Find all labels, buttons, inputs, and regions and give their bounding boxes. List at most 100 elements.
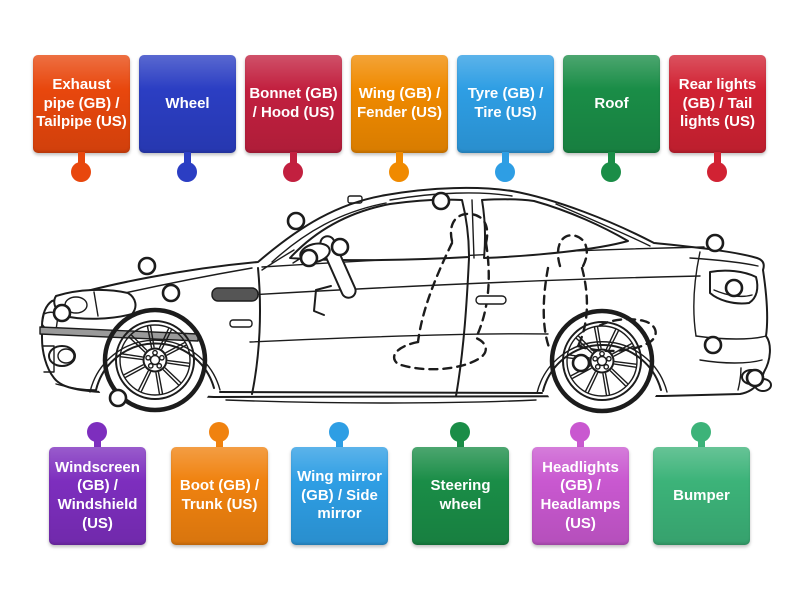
rear-arch-opening [539,300,665,426]
rear-lights-point[interactable] [724,278,744,298]
label-tile[interactable]: Windscreen (GB) / Windshield (US) [49,447,146,545]
label-tile[interactable]: Bonnet (GB) / Hood (US) [245,55,342,153]
wheel-spoke [166,362,190,367]
windscreen-point[interactable] [286,211,306,231]
wheel-spoke [140,371,152,392]
pin-dot [570,422,590,442]
label-text: Bonnet (GB) / Hood (US) [249,85,338,121]
pin-stem [290,152,297,166]
answer-points [52,191,765,408]
label-headlights[interactable]: Headlights (GB) / Headlamps (US) [532,422,629,545]
lug-nut [156,362,163,369]
label-wheel[interactable]: Wheel [139,55,236,182]
label-tyre[interactable]: Tyre (GB) / Tire (US) [457,55,554,182]
car-drawing [39,186,772,426]
headlight-point[interactable] [52,303,72,323]
lug-nut [158,354,165,361]
label-text: Wing mirror (GB) / Side mirror [297,467,382,523]
pin-stem [502,152,509,166]
pin-dot [71,162,91,182]
label-bumper[interactable]: Bumper [653,422,750,545]
label-text: Exhaust pipe (GB) / Tailpipe (US) [36,75,127,131]
wheel-spoke [125,366,145,378]
wheel-spoke [165,342,185,354]
boot-point[interactable] [705,233,725,253]
side-skirt [219,391,543,404]
pin-stem [608,152,615,166]
exhaust-point[interactable] [745,368,765,388]
pin-stem [577,436,584,450]
pin-stem [336,436,343,450]
pin-dot [450,422,470,442]
wheel-spoke [612,343,632,355]
label-steering-wheel[interactable]: Steering wheel [412,422,509,545]
label-wing[interactable]: Wing (GB) / Fender (US) [351,55,448,182]
fender-vent [211,287,259,328]
pin-dot [389,162,409,182]
wheel-spoke [608,330,619,351]
label-boot[interactable]: Boot (GB) / Trunk (US) [171,422,268,545]
pin-dot [707,162,727,182]
body-detail-lines [59,192,767,397]
label-tile[interactable]: Boot (GB) / Trunk (US) [171,447,268,545]
wheel-spoke [614,360,637,365]
wheel-spoke [613,345,634,357]
wheel-spoke [613,363,637,368]
rear-quarter-window [481,198,629,259]
label-wing-mirror[interactable]: Wing mirror (GB) / Side mirror [291,422,388,545]
label-tile[interactable]: Roof [563,55,660,153]
wheel-spoke [585,371,596,392]
rear-wheel [549,308,655,414]
pin-dot [177,162,197,182]
wheel-spoke [149,325,155,348]
label-bonnet[interactable]: Bonnet (GB) / Hood (US) [245,55,342,182]
fog-light [48,345,76,367]
wheel-spoke [587,372,599,393]
steering-wheel-point[interactable] [330,237,350,257]
lug-nut [599,350,605,357]
pin-stem [94,436,101,450]
label-tile[interactable]: Tyre (GB) / Tire (US) [457,55,554,153]
label-text: Steering wheel [430,477,491,513]
pin-dot [329,422,349,442]
rear-wheel-point[interactable] [571,353,591,373]
label-tile[interactable]: Bumper [653,447,750,545]
label-tile[interactable]: Wheel [139,55,236,153]
pin-stem [714,152,721,166]
door-handle [475,295,507,305]
lug-nut [603,363,610,370]
wheel-spoke [605,329,617,350]
label-text: Tyre (GB) / Tire (US) [467,85,544,121]
label-tile[interactable]: Headlights (GB) / Headlamps (US) [532,447,629,545]
label-tile[interactable]: Steering wheel [412,447,509,545]
bonnet-point[interactable] [137,256,157,276]
pin-stem [216,436,223,450]
bumper-strip [39,326,199,342]
bumper-point[interactable] [703,335,723,355]
wheel-spoke [609,370,627,387]
label-rear-lights[interactable]: Rear lights (GB) / Tail lights (US) [669,55,766,182]
label-tile[interactable]: Wing (GB) / Fender (US) [351,55,448,153]
wheel-spoke [120,353,144,358]
pin-dot [209,422,229,442]
label-windscreen[interactable]: Windscreen (GB) / Windshield (US) [49,422,146,545]
label-text: Boot (GB) / Trunk (US) [179,477,260,513]
label-tile[interactable]: Wing mirror (GB) / Side mirror [291,447,388,545]
wing-fender-point[interactable] [161,283,181,303]
label-text: Rear lights (GB) / Tail lights (US) [678,75,757,131]
wing-mirror-point[interactable] [299,248,319,268]
label-exhaust-pipe[interactable]: Exhaust pipe (GB) / Tailpipe (US) [33,55,130,182]
label-tile[interactable]: Rear lights (GB) / Tail lights (US) [669,55,766,153]
wheel-spoke [161,329,172,350]
lug-nut [592,355,599,362]
front-tyre-point[interactable] [108,388,128,408]
wheel-spoke [128,336,146,353]
label-roof[interactable]: Roof [563,55,660,182]
pin-stem [698,436,705,450]
roof-point[interactable] [431,191,451,211]
pin-stem [457,436,464,450]
label-tile[interactable]: Exhaust pipe (GB) / Tailpipe (US) [33,55,130,153]
lug-nut [605,355,612,362]
